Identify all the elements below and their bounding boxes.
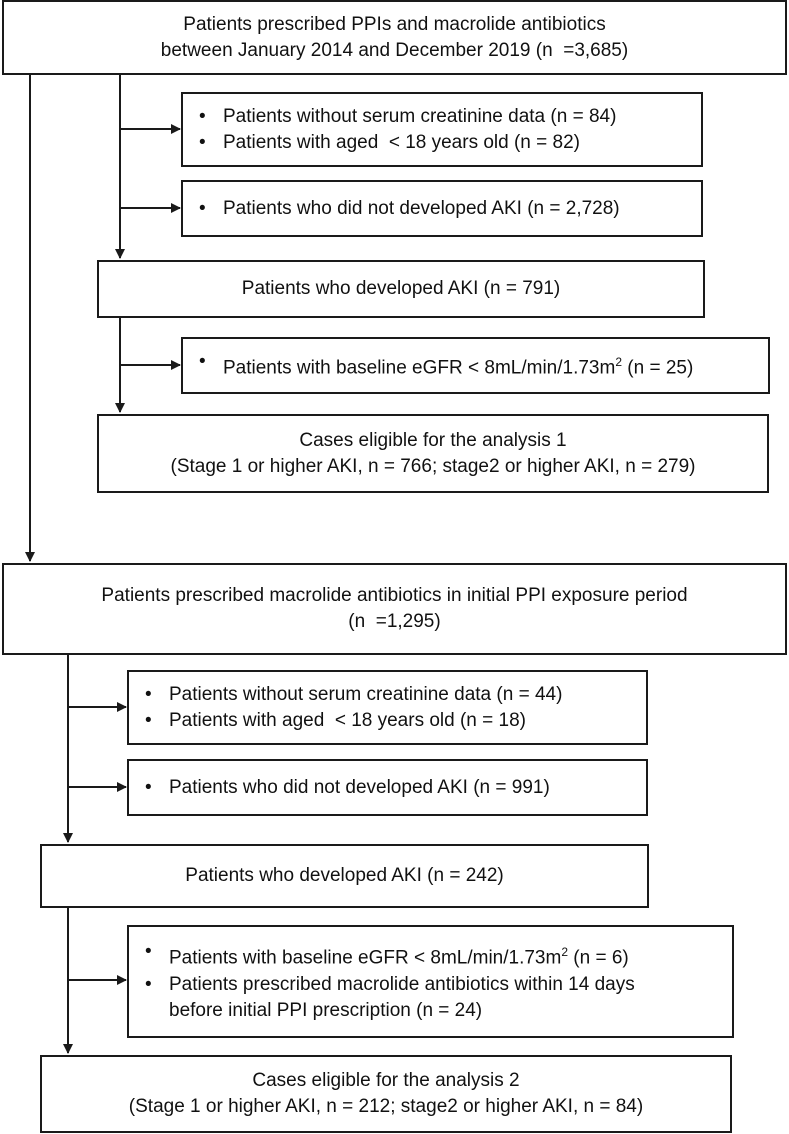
exclusion-item: Patients prescribed macrolide antibiotic… <box>141 972 732 1024</box>
macrolide-cohort-line1: Patients prescribed macrolide antibiotic… <box>101 585 688 606</box>
analysis-2-line1: Cases eligible for the analysis 2 <box>252 1070 520 1091</box>
exclusion-item: Patients with baseline eGFR < 8mL/min/1.… <box>195 349 768 381</box>
aki-box-1: Patients who developed AKI (n = 791) <box>97 260 705 318</box>
aki-box-1-text: Patients who developed AKI (n = 791) <box>241 278 561 299</box>
analysis-1-line1: Cases eligible for the analysis 1 <box>299 429 567 451</box>
exclusion-item: Patients with aged < 18 years old (n = 1… <box>141 708 646 734</box>
exclusion-item: Patients who did not developed AKI (n = … <box>195 196 701 222</box>
macrolide-within-14-days-line2: before initial PPI prescription (n = 24) <box>169 999 483 1021</box>
egfr-count: (n = 25) <box>622 357 694 379</box>
initial-cohort-box: Patients prescribed PPIs and macrolide a… <box>2 0 787 75</box>
analysis-2-box: Cases eligible for the analysis 2 (Stage… <box>40 1055 732 1133</box>
squared-superscript: 2 <box>561 945 569 960</box>
exclusion-item: Patients who did not developed AKI (n = … <box>141 775 646 801</box>
exclusion-item: Patients with baseline eGFR < 8mL/min/1.… <box>141 939 732 971</box>
macrolide-within-14-days-line1: Patients prescribed macrolide antibiotic… <box>169 973 635 995</box>
exclusion-box-2b: Patients who did not developed AKI (n = … <box>127 759 648 816</box>
exclusion-item: Patients without serum creatinine data (… <box>195 104 701 130</box>
initial-cohort-line2: between January 2014 and December 2019 (… <box>160 39 629 61</box>
exclusion-box-2c: Patients with baseline eGFR < 8mL/min/1.… <box>127 925 734 1038</box>
egfr-text: Patients with baseline eGFR < 8mL/min/1.… <box>223 357 616 379</box>
exclusion-box-1a: Patients without serum creatinine data (… <box>181 92 703 167</box>
macrolide-cohort-line2: (n =1,295) <box>348 611 441 632</box>
egfr-text: Patients with baseline eGFR < 8mL/min/1.… <box>169 947 562 969</box>
exclusion-item: Patients with aged < 18 years old (n = 8… <box>195 130 701 156</box>
egfr-count: (n = 6) <box>568 947 629 969</box>
analysis-1-box: Cases eligible for the analysis 1 (Stage… <box>97 414 769 493</box>
exclusion-box-2a: Patients without serum creatinine data (… <box>127 670 648 745</box>
exclusion-item: Patients without serum creatinine data (… <box>141 682 646 708</box>
analysis-2-line2: (Stage 1 or higher AKI, n = 212; stage2 … <box>128 1096 644 1117</box>
exclusion-box-1b: Patients who did not developed AKI (n = … <box>181 180 703 237</box>
macrolide-cohort-box: Patients prescribed macrolide antibiotic… <box>2 563 787 655</box>
aki-box-2: Patients who developed AKI (n = 242) <box>40 844 649 908</box>
initial-cohort-line1: Patients prescribed PPIs and macrolide a… <box>183 13 606 35</box>
squared-superscript: 2 <box>615 355 623 370</box>
aki-box-2-text: Patients who developed AKI (n = 242) <box>185 865 504 886</box>
exclusion-box-1c: Patients with baseline eGFR < 8mL/min/1.… <box>181 337 770 394</box>
analysis-1-line2: (Stage 1 or higher AKI, n = 766; stage2 … <box>170 455 696 477</box>
